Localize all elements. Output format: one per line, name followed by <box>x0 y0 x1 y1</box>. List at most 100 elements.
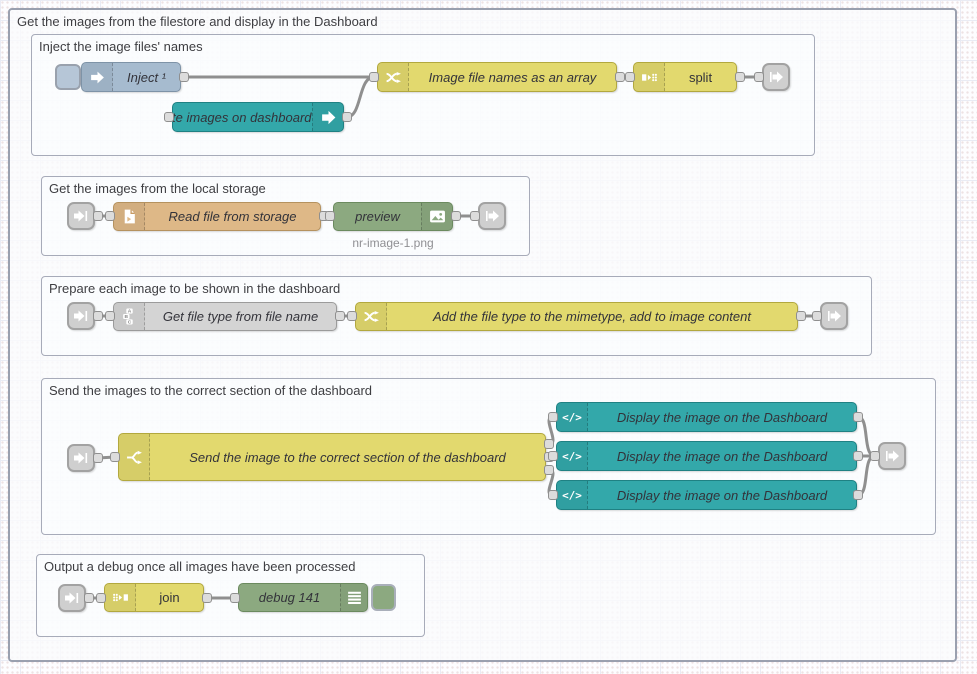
port[interactable] <box>93 311 103 321</box>
group-local-storage-label: Get the images from the local storage <box>49 181 266 196</box>
node-inject[interactable]: Inject ¹ <box>81 62 181 92</box>
node-label: Display the image on the Dashboard <box>616 409 828 425</box>
port[interactable] <box>325 211 335 221</box>
port[interactable] <box>625 72 635 82</box>
link-out-node[interactable] <box>478 202 506 230</box>
link-in-icon <box>74 310 88 322</box>
link-out-node[interactable] <box>762 63 790 91</box>
link-out-icon <box>770 71 783 83</box>
port[interactable] <box>230 593 240 603</box>
node-label: Display the image on the Dashboard <box>616 448 828 464</box>
node-display-image-1[interactable]: </> Display the image on the Dashboard <box>556 402 857 432</box>
node-label: Update images on dashboard open <box>173 109 312 125</box>
port[interactable] <box>544 465 554 475</box>
port[interactable] <box>84 593 94 603</box>
node-read-file[interactable]: Read file from storage <box>113 202 321 231</box>
group-inject-files-label: Inject the image files' names <box>39 39 203 54</box>
link-in-icon <box>74 210 88 222</box>
node-switch-send[interactable]: Send the image to the correct section of… <box>118 433 546 481</box>
link-in-node[interactable] <box>58 584 86 612</box>
node-add-mimetype[interactable]: Add the file type to the mimetype, add t… <box>355 302 798 331</box>
port[interactable] <box>812 311 822 321</box>
link-in-node[interactable] <box>67 202 95 230</box>
svg-text:C: C <box>127 320 131 325</box>
debug-list-icon <box>340 584 367 611</box>
svg-text:A: A <box>127 309 131 315</box>
link-in-icon <box>65 592 79 604</box>
node-label: debug 141 <box>258 590 321 605</box>
port[interactable] <box>853 451 863 461</box>
group-inject-files[interactable]: Inject the image files' names <box>31 34 815 156</box>
file-icon <box>114 203 145 230</box>
inject-trigger-button[interactable] <box>55 64 81 90</box>
port[interactable] <box>342 112 352 122</box>
switch-fork-icon <box>119 434 150 480</box>
port[interactable] <box>548 490 558 500</box>
port[interactable] <box>853 490 863 500</box>
link-in-node[interactable] <box>67 444 95 472</box>
port[interactable] <box>179 72 189 82</box>
port[interactable] <box>548 451 558 461</box>
port[interactable] <box>470 211 480 221</box>
node-label: Display the image on the Dashboard <box>616 487 828 503</box>
port[interactable] <box>853 412 863 422</box>
shuffle-icon <box>378 63 409 91</box>
port[interactable] <box>164 112 174 122</box>
port[interactable] <box>105 311 115 321</box>
port[interactable] <box>369 72 379 82</box>
link-in-node[interactable] <box>67 302 95 330</box>
port[interactable] <box>347 311 357 321</box>
node-status: nr-image-1.png <box>352 236 434 250</box>
port[interactable] <box>796 311 806 321</box>
port[interactable] <box>96 593 106 603</box>
node-label: Image file names as an array <box>428 69 597 85</box>
shuffle-icon <box>356 303 387 330</box>
node-display-image-3[interactable]: </> Display the image on the Dashboard <box>556 480 857 510</box>
node-preview[interactable]: preview <box>333 202 453 231</box>
node-join[interactable]: join <box>104 583 204 612</box>
port[interactable] <box>615 72 625 82</box>
image-icon <box>421 203 452 230</box>
port[interactable] <box>335 311 345 321</box>
port[interactable] <box>754 72 764 82</box>
port[interactable] <box>110 452 120 462</box>
port[interactable] <box>735 72 745 82</box>
port[interactable] <box>93 453 103 463</box>
node-display-image-2[interactable]: </> Display the image on the Dashboard <box>556 441 857 471</box>
link-out-node[interactable] <box>820 302 848 330</box>
link-out-icon <box>828 310 841 322</box>
port[interactable] <box>93 211 103 221</box>
port[interactable] <box>548 412 558 422</box>
link-in-icon <box>74 452 88 464</box>
group-outer-label: Get the images from the filestore and di… <box>17 14 378 29</box>
group-prepare-image-label: Prepare each image to be shown in the da… <box>49 281 341 296</box>
node-label: join <box>159 590 180 605</box>
code-icon: </> <box>557 442 588 470</box>
port[interactable] <box>544 439 554 449</box>
node-label: Send the image to the correct section of… <box>189 449 506 465</box>
node-split[interactable]: split <box>633 62 737 92</box>
link-out-node[interactable] <box>878 442 906 470</box>
node-image-file-names-array[interactable]: Image file names as an array <box>377 62 617 92</box>
node-label: preview <box>355 209 400 224</box>
group-output-debug-label: Output a debug once all images have been… <box>44 559 356 574</box>
port[interactable] <box>451 211 461 221</box>
group-send-dashboard-label: Send the images to the correct section o… <box>49 383 373 398</box>
node-debug[interactable]: debug 141 <box>238 583 368 612</box>
inject-arrow-icon <box>82 63 113 91</box>
node-label: split <box>688 69 713 85</box>
debug-toggle-button[interactable] <box>371 584 396 611</box>
port[interactable] <box>105 211 115 221</box>
code-icon: </> <box>557 403 588 431</box>
wire[interactable] <box>345 75 376 119</box>
wide-arrow-icon <box>312 103 343 131</box>
port[interactable] <box>870 451 880 461</box>
split-icon <box>634 63 665 91</box>
node-update-images-on-open[interactable]: Update images on dashboard open <box>172 102 344 132</box>
node-label: Read file from storage <box>168 209 297 224</box>
port[interactable] <box>202 593 212 603</box>
